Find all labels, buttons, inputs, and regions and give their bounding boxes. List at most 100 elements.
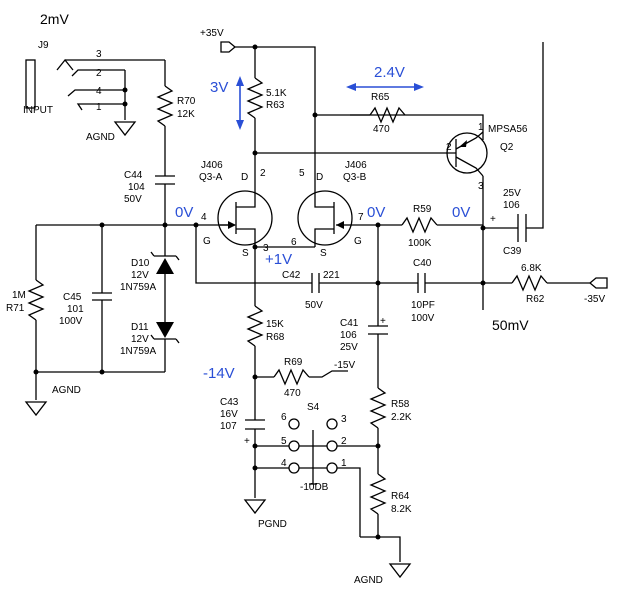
q2-part: MPSA56 xyxy=(488,124,528,135)
q3b-d-letter: D xyxy=(316,172,323,183)
q2-collector-voltage: 0V xyxy=(452,204,470,221)
pgnd-ground-symbol xyxy=(243,499,267,515)
c40-value: 10PF xyxy=(411,300,435,311)
q2-ref: Q2 xyxy=(500,142,514,153)
q3a-d-letter: D xyxy=(241,172,248,183)
junction-dot xyxy=(375,280,381,286)
c39-plus: + xyxy=(490,214,496,225)
c43-capacitor xyxy=(245,419,265,430)
q3b-jfet xyxy=(297,190,353,247)
bottom-note: 50mV xyxy=(492,317,529,333)
j9-ref: J9 xyxy=(38,40,49,51)
c41-voltage: 25V xyxy=(340,342,358,353)
c42-value: 221 xyxy=(323,270,340,281)
c44-capacitor xyxy=(155,175,175,185)
r62-value: 6.8K xyxy=(521,263,542,274)
s4-position: -10DB xyxy=(300,482,329,493)
c45-voltage: 100V xyxy=(59,316,83,327)
s4-pin-3: 3 xyxy=(341,414,347,425)
c44-voltage: 50V xyxy=(124,194,142,205)
neg15-label: -15V xyxy=(334,360,355,371)
agnd-ground-symbol-left xyxy=(24,401,48,417)
c39-value: 106 xyxy=(503,200,520,211)
output-wire xyxy=(526,42,544,229)
q3a-pin-d: 2 xyxy=(260,168,266,179)
r71-resistor xyxy=(27,279,45,321)
c42-capacitor xyxy=(311,273,320,293)
q3b-g-letter: G xyxy=(354,236,362,247)
agnd-ground-symbol xyxy=(113,121,137,137)
q3a-g-letter: G xyxy=(203,236,211,247)
source-voltage: +1V xyxy=(265,251,292,268)
q3b-pin-d: 5 xyxy=(299,168,305,179)
s4-switch[interactable] xyxy=(288,418,338,485)
junction-dot xyxy=(122,101,128,107)
j9-input-connector xyxy=(25,58,165,111)
r58-value: 2.2K xyxy=(391,412,412,423)
q3b-pin-s: 6 xyxy=(291,237,297,248)
r63-ref: R63 xyxy=(266,100,285,111)
r68-node-voltage: -14V xyxy=(203,365,235,382)
r62-ref: R62 xyxy=(526,294,545,305)
r68-value: 15K xyxy=(266,319,284,330)
q3b-pin-g: 7 xyxy=(358,212,364,223)
s4-ref: S4 xyxy=(307,402,320,413)
r62-resistor xyxy=(511,274,548,292)
s4-pin-4: 4 xyxy=(281,458,287,469)
q2-pin-e: 1 xyxy=(478,122,484,133)
d11-value: 12V xyxy=(131,334,149,345)
pgnd-label: PGND xyxy=(258,519,287,530)
c40-ref: C40 xyxy=(413,258,432,269)
pos35-supply-terminal: +35V xyxy=(200,28,237,53)
r69-resistor xyxy=(273,368,310,386)
c41-value: 106 xyxy=(340,330,357,341)
d10-value: 12V xyxy=(131,270,149,281)
q3a-gate-voltage: 0V xyxy=(175,204,193,221)
junction-dot xyxy=(375,534,381,540)
c42-voltage: 50V xyxy=(305,300,323,311)
q3a-ref: Q3-A xyxy=(199,172,223,183)
d11-zener-diode xyxy=(150,322,180,344)
r69-ref: R69 xyxy=(284,357,303,368)
r69-value: 470 xyxy=(284,388,301,399)
c40-voltage: 100V xyxy=(411,313,435,324)
r59-value: 100K xyxy=(408,238,432,249)
c45-capacitor xyxy=(92,292,112,301)
r68-ref: R68 xyxy=(266,332,285,343)
r70-ref: R70 xyxy=(177,96,196,107)
c43-plus: + xyxy=(244,436,250,447)
q2-transistor xyxy=(446,131,488,177)
q3a-pin-g: 4 xyxy=(201,212,207,223)
c41-capacitor xyxy=(368,325,388,335)
q3a-pin-s: 3 xyxy=(263,243,269,254)
c39-ref: C39 xyxy=(503,246,522,257)
c45-ref: C45 xyxy=(63,292,82,303)
c43-voltage: 16V xyxy=(220,409,238,420)
r64-ref: R64 xyxy=(391,491,410,502)
s4-pin-6: 6 xyxy=(281,412,287,423)
r70-value: 12K xyxy=(177,109,195,120)
q3a-s-letter: S xyxy=(242,248,249,259)
r63-resistor xyxy=(246,77,264,119)
q3b-gate-voltage: 0V xyxy=(367,204,385,221)
c43-ref: C43 xyxy=(220,397,239,408)
c44-ref: C44 xyxy=(124,170,143,181)
r65-voltage-arrow xyxy=(346,83,424,91)
j9-pin-3: 3 xyxy=(96,49,102,60)
q3b-s-letter: S xyxy=(320,248,327,259)
d11-part: 1N759A xyxy=(120,346,156,357)
r71-value: 1M xyxy=(12,290,26,301)
s4-pin-1: 1 xyxy=(341,458,347,469)
neg35-label: -35V xyxy=(584,294,605,305)
q3a-jfet xyxy=(217,190,273,247)
c39-voltage: 25V xyxy=(503,188,521,199)
s4-pin-5: 5 xyxy=(281,436,287,447)
q2-pin-c: 3 xyxy=(478,181,484,192)
r65-ref: R65 xyxy=(371,92,390,103)
j9-pin-2: 2 xyxy=(96,68,102,79)
junction-dot xyxy=(122,87,128,93)
r63-voltage-arrow xyxy=(236,76,244,130)
d10-zener-diode xyxy=(150,251,180,274)
c41-ref: C41 xyxy=(340,318,359,329)
